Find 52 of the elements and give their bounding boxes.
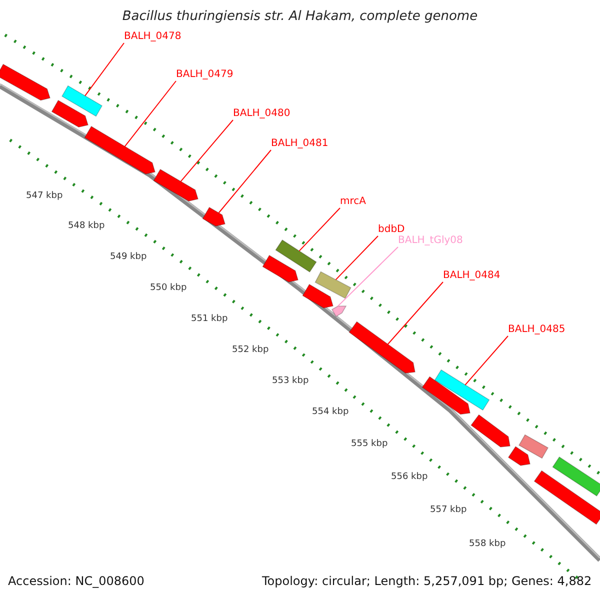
gene-label: BALH_tGly08 [398,235,463,246]
scale-label: 551 kbp [191,314,228,324]
leader-line [124,80,176,147]
scale-label: 550 kbp [150,283,187,294]
gene-label: BALH_0481 [271,138,328,150]
scale-label: 547 kbp [26,191,63,202]
leader-line [464,336,508,386]
scale-label: 552 kbp [232,345,269,356]
gene-label: BALH_0479 [176,69,234,80]
gene-feature [202,206,226,227]
gene-feature [552,456,600,497]
gene-feature [84,126,156,174]
scale-label: 555 kbp [351,439,388,450]
leader-line [180,120,234,182]
leader-line [218,150,272,214]
gene-feature [422,376,470,415]
gene-feature [61,85,103,117]
gene-label: BALH_0480 [233,108,290,120]
gene-feature [302,284,334,308]
gene-feature [348,321,416,374]
scale-label: 553 kbp [272,376,309,386]
leader-line [298,208,340,252]
gene-label: BALH_0485 [508,324,566,336]
scale-label: 554 kbp [312,407,349,418]
leader-line [387,282,444,345]
gene-label: BALH_0478 [124,31,182,42]
leader-line [337,246,398,307]
gene-feature [518,434,549,459]
leader-line [84,42,124,96]
gene-label: BALH_0484 [443,270,500,282]
gene-feature [275,239,317,273]
gene-feature [534,470,600,525]
gene-feature [508,446,530,466]
gene-feature [331,306,347,318]
accession-text: Accession: NC_008600 [8,575,144,589]
genome-summary-text: Topology: circular; Length: 5,257,091 bp; Genes: 4,882 [262,575,592,589]
scale-label: 556 kbp [391,472,428,482]
gene-feature [51,100,88,128]
gene-label: bdbD [378,224,405,236]
scale-label: 549 kbp [110,252,147,262]
leader-line [335,236,378,280]
gene-label: mrcA [340,196,366,208]
scale-label: 557 kbp [430,505,467,516]
gene-feature [434,369,490,411]
gene-feature [314,271,352,299]
gene-feature [153,168,198,202]
gene-feature [0,64,51,101]
gene-feature [262,254,298,282]
gene-feature [470,414,510,448]
scale-label: 548 kbp [68,221,105,232]
title: Bacillus thuringiensis str. Al Hakam, complete genome [121,10,479,25]
scale-label: 558 kbp [469,539,506,550]
